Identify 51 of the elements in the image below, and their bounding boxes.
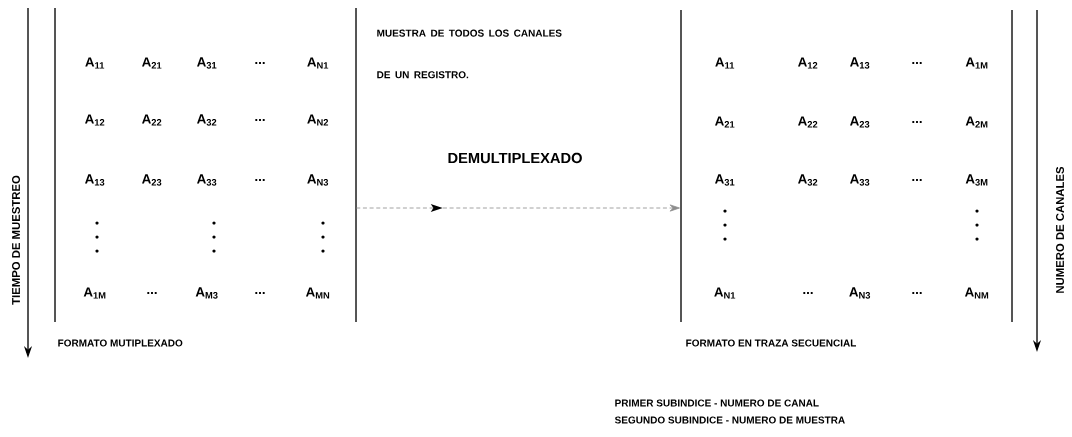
- arrow: [355, 204, 680, 212]
- matrix-entry: A$_{12}$: [798, 57, 818, 69]
- matrix-entry: ...: [255, 292, 265, 294]
- legend-note: SEGUNDO SUBINDICE - NUMERO DE MUESTRA: [614, 416, 845, 424]
- matrix-bracket: [54, 7, 357, 323]
- node-label: FORMATO EN TRAZA SECUENCIAL: [686, 339, 856, 347]
- matrix-entry: A$_{M3}$: [195, 287, 218, 299]
- matrix-entry: A$_{1M}$: [965, 57, 988, 69]
- matrix-entry: A$_{32}$: [798, 174, 818, 186]
- matrix-entry: ...: [912, 121, 922, 123]
- matrix-entry: A$_{31}$: [715, 174, 735, 186]
- matrix-entry: A$_{12}$: [85, 114, 105, 126]
- edge-label: DEMULTIPLEXADO: [446, 151, 584, 165]
- matrix-entry: A$_{13}$: [850, 57, 870, 69]
- matrix-entry: ...: [912, 179, 922, 181]
- matrix-entry: ...: [147, 292, 157, 294]
- matrix-entry: ...: [255, 119, 265, 121]
- matrix-entry: A$_{MN}$: [305, 287, 330, 299]
- matrix-entry: A$_{1M}$: [83, 287, 106, 299]
- matrix-entry: A$_{23}$: [850, 116, 870, 128]
- matrix-entry: A$_{32}$: [197, 114, 217, 126]
- matrix-entry: A$_{N3}$: [307, 174, 329, 186]
- matrix-entry: ...: [912, 62, 922, 64]
- matrix-entry: A$_{31}$: [197, 57, 217, 69]
- matrix-entry: A$_{22}$: [142, 114, 162, 126]
- matrix-bracket: [680, 9, 1013, 323]
- matrix-entry: ...: [803, 292, 813, 294]
- matrix-entry: A$_{13}$: [85, 174, 105, 186]
- legend-note: PRIMER SUBINDICE - NUMERO DE CANAL: [615, 399, 819, 407]
- matrix-entry: A$_{33}$: [850, 174, 870, 186]
- matrix-entry: ...: [255, 179, 265, 181]
- node-label: FORMATO MUTIPLEXADO: [58, 339, 183, 347]
- matrix-entry: A$_{N2}$: [307, 114, 329, 126]
- matrix-entry: ...: [912, 292, 922, 294]
- matrix-entry: A$_{N3}$: [849, 287, 871, 299]
- matrix-entry: A$_{NM}$: [964, 287, 989, 299]
- matrix-entry: ...: [255, 62, 265, 64]
- axis-label: NUMERO DE CANALES: [1056, 166, 1064, 293]
- matrix-entry: A$_{N1}$: [307, 57, 329, 69]
- matrix-entry: A$_{3M}$: [965, 174, 988, 186]
- matrix-entry: A$_{11}$: [715, 57, 735, 69]
- axis-label: TIEMPO DE MUESTREO: [12, 175, 20, 305]
- matrix-entry: A$_{21}$: [142, 57, 162, 69]
- matrix-entry: A$_{11}$: [85, 57, 105, 69]
- matrix-entry: A$_{23}$: [142, 174, 162, 186]
- matrix-entry: A$_{33}$: [197, 174, 217, 186]
- matrix-entry: A$_{21}$: [715, 116, 735, 128]
- matrix-entry: A$_{2M}$: [965, 116, 988, 128]
- matrix-entry: A$_{N1}$: [714, 287, 736, 299]
- matrix-entry: A$_{22}$: [798, 116, 818, 128]
- note: MUESTRA DE TODOS LOS CANALES DE UN REGISTRO.: [377, 29, 562, 79]
